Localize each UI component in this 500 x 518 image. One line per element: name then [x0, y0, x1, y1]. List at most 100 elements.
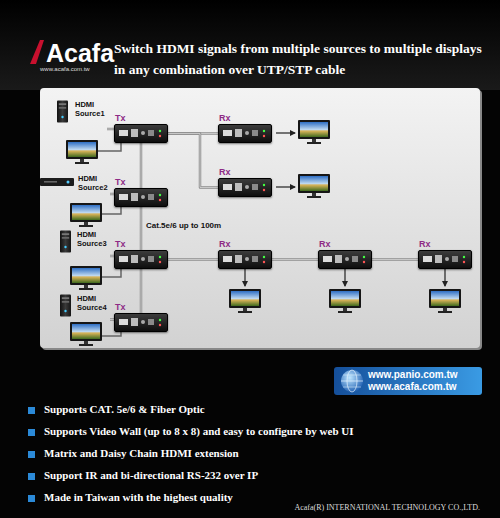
bullet-square	[28, 473, 35, 480]
feature-bullet: Support IR and bi-directional RS-232 ove…	[44, 469, 258, 482]
feature-bullet: Supports Video Wall (up to 8 x 8) and ea…	[44, 425, 353, 438]
cable-highlight	[141, 143, 142, 188]
globe-equator	[341, 381, 363, 382]
globe	[341, 370, 363, 392]
device-ports	[423, 255, 465, 263]
local-cable	[98, 143, 121, 151]
device-ports	[223, 255, 265, 263]
pc-tower	[60, 231, 71, 253]
local-monitor	[70, 203, 102, 227]
display	[229, 289, 261, 313]
device-label: Rx	[219, 167, 231, 177]
local-cable	[102, 332, 121, 336]
device-label: Rx	[219, 113, 231, 123]
cable-highlight	[141, 207, 142, 250]
cable-highlight	[168, 259, 218, 260]
pc-tower	[57, 101, 68, 123]
device-ports	[323, 255, 365, 263]
device-ports	[119, 129, 161, 137]
source-label: HDMI Source1	[75, 100, 109, 118]
display	[298, 120, 330, 144]
extender-box: Rx	[218, 178, 272, 197]
cable-highlight	[168, 134, 218, 188]
pc-tower	[60, 295, 71, 317]
cable-connector	[272, 258, 318, 261]
web-url: www.panio.com.tw	[368, 369, 458, 381]
extender-box: Rx	[218, 124, 272, 143]
device-label: Rx	[319, 239, 331, 249]
logo-url: www.acafa.com.tw	[40, 66, 90, 73]
web-banner	[334, 367, 482, 395]
local-monitor	[70, 322, 102, 346]
output-arrow	[444, 269, 445, 286]
extender-box: Tx	[114, 250, 168, 269]
extender-box: Tx	[114, 188, 168, 207]
local-monitor	[70, 266, 102, 290]
device-ports	[119, 318, 161, 326]
cable-connector	[372, 258, 418, 261]
web-url: www.acafa.com.tw	[368, 381, 457, 393]
extender-box: Rx	[318, 250, 372, 269]
device-label: Tx	[115, 239, 126, 249]
source-label: HDMI Source2	[78, 174, 112, 192]
display	[329, 289, 361, 313]
bullet-square	[28, 495, 35, 502]
company-footer: Acafa(R) INTERNATIONAL TECHNOLOGY CO.,LT…	[294, 503, 480, 513]
source-device: HDMI Source1	[55, 98, 107, 134]
output-arrow	[276, 132, 295, 133]
cable-connector	[107, 128, 114, 131]
local-cable	[102, 207, 121, 214]
globe-parallel	[343, 375, 361, 376]
feature-bullet: Supports CAT. 5e/6 & Fiber Optic	[44, 403, 205, 416]
device-ports	[119, 193, 161, 201]
device-label: Rx	[219, 239, 231, 249]
device-ports	[119, 255, 161, 263]
extender-box: Rx	[218, 250, 272, 269]
source-device: HDMI Source4	[58, 292, 110, 326]
source-label: HDMI Source4	[77, 294, 111, 312]
device-ports	[223, 183, 265, 191]
device-ports	[223, 129, 265, 137]
feature-bullet: Made in Taiwan with the highest quality	[44, 491, 233, 504]
source-device: HDMI Source3	[58, 228, 110, 262]
local-monitor	[66, 140, 98, 164]
bullet-square	[28, 407, 35, 414]
logo-mark	[30, 40, 44, 64]
bullet-square	[28, 429, 35, 436]
output-arrow	[276, 186, 295, 187]
local-cable	[102, 269, 121, 277]
bullet-square	[28, 451, 35, 458]
source-label: HDMI Source3	[77, 230, 111, 248]
cable-highlight	[141, 269, 142, 313]
cable-highlight	[372, 259, 418, 260]
cable-connector	[140, 269, 143, 313]
device-label: Tx	[115, 302, 126, 312]
feature-bullet: Matrix and Daisy Chain HDMI extension	[44, 447, 239, 460]
cable-connector	[140, 207, 143, 250]
cable-connector	[140, 143, 143, 188]
output-arrow	[244, 269, 245, 286]
logo-text: Acafa	[46, 38, 114, 68]
output-arrow	[344, 269, 345, 286]
dvd-player	[40, 178, 74, 186]
diagram-panel	[40, 88, 480, 348]
title-text: Switch HDMI signals from multiple source…	[114, 38, 486, 80]
device-label: Rx	[419, 239, 431, 249]
device-label: Tx	[115, 177, 126, 187]
extender-box: Tx	[114, 313, 168, 332]
cable-highlight	[272, 259, 318, 260]
cable-connector	[168, 258, 218, 261]
extender-box: Rx	[418, 250, 472, 269]
header-band	[0, 0, 500, 90]
globe-parallel	[343, 387, 361, 388]
cable-connector	[168, 134, 218, 188]
extender-box: Tx	[114, 124, 168, 143]
display	[298, 174, 330, 198]
display	[429, 289, 461, 313]
cable-note: Cat.5e/6 up to 100m	[146, 221, 221, 231]
cable-highlight	[107, 129, 114, 130]
